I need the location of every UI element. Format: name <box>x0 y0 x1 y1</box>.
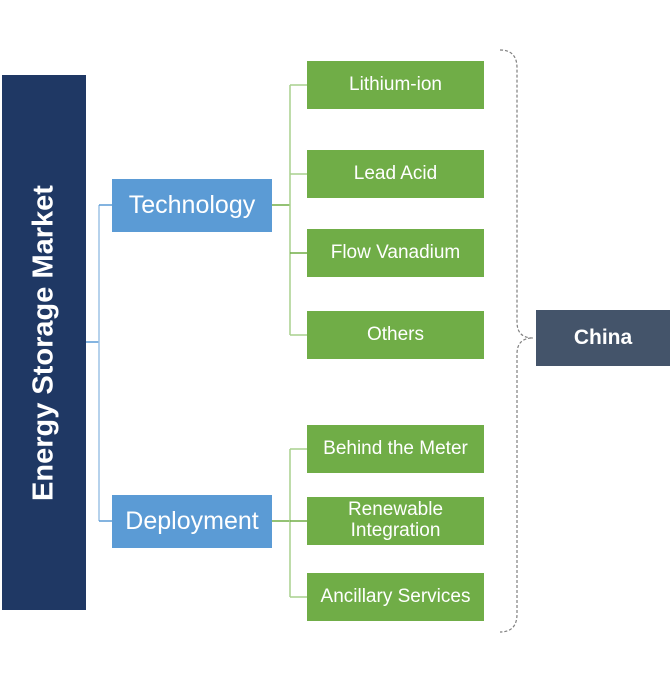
leaf-flow-vanadium: Flow Vanadium <box>307 229 484 277</box>
leaf-label: Others <box>366 323 425 345</box>
leaf-renewable-integration: Renewable Integration <box>307 497 484 545</box>
leaf-label: Flow Vanadium <box>330 241 461 263</box>
category-label: Technology <box>128 191 256 219</box>
leaf-others: Others <box>307 311 484 359</box>
leaf-label: Behind the Meter <box>323 437 468 459</box>
category-deployment: Deployment <box>112 495 272 548</box>
category-technology: Technology <box>112 179 272 232</box>
leaf-label: Lead Acid <box>353 162 438 184</box>
category-label: Deployment <box>125 507 259 535</box>
leaf-label: Ancillary Services <box>320 585 471 607</box>
brace <box>499 49 534 633</box>
root-node: Energy Storage Market <box>2 75 86 610</box>
leaf-lead-acid: Lead Acid <box>307 150 484 198</box>
leaf-label: Lithium-ion <box>349 73 442 95</box>
region-node: China <box>536 310 670 366</box>
leaf-lithium-ion: Lithium-ion <box>307 61 484 109</box>
root-label: Energy Storage Market <box>27 184 60 501</box>
leaf-behind-the-meter: Behind the Meter <box>307 425 484 473</box>
region-label: China <box>573 326 633 349</box>
leaf-ancillary-services: Ancillary Services <box>307 573 484 621</box>
leaf-label: Renewable Integration <box>347 499 444 541</box>
